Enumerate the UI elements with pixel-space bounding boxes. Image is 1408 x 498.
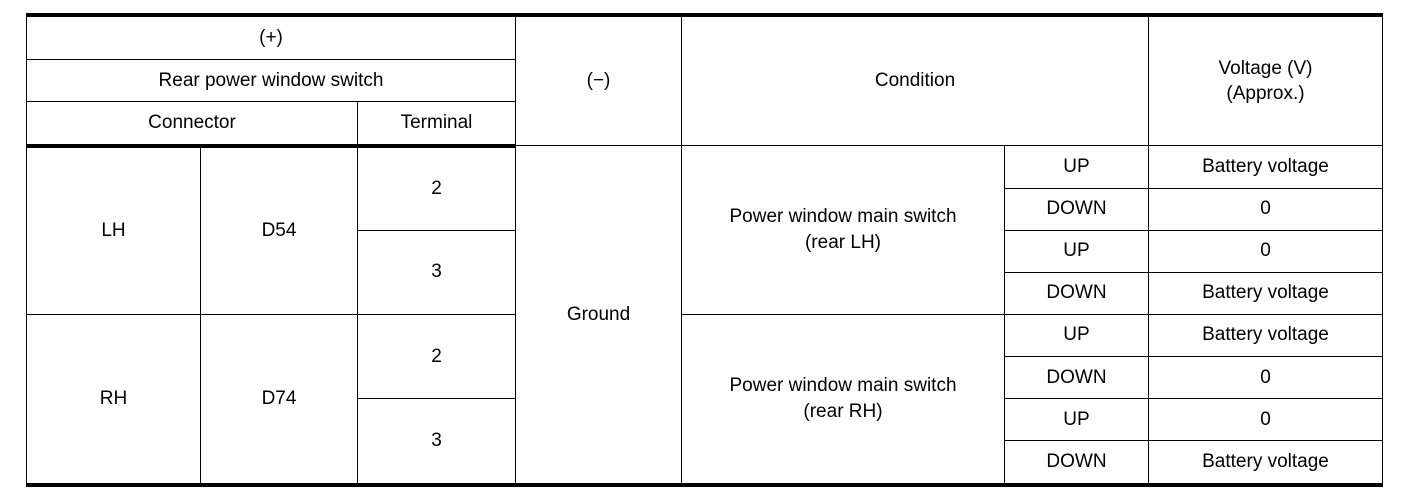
table-row: RH D74 2 Power window main switch (rear … [26,313,1383,487]
condition-rh: Power window main switch (rear RH) [681,313,1005,487]
voltage-cell: Battery voltage [1148,271,1383,315]
table-row-last: DOWN Battery voltage [27,440,1383,487]
state-cell: UP [1004,145,1149,189]
condition-rh-line2: (rear RH) [803,400,883,422]
voltage-cell: 0 [1148,229,1383,273]
side-label-lh: LH [26,145,201,315]
terminal-rh-2: 2 [357,313,516,399]
condition-rh-line1: Power window main switch [729,375,957,397]
state-cell: UP [1004,229,1149,273]
voltage-specification-table: (+) (−) Condition Voltage (V) (Approx.) … [26,12,1383,488]
table-row: LH D54 2 Ground Power window main switch… [26,145,1383,488]
header-positive: (+) [26,12,516,60]
side-label-rh: RH [26,313,201,487]
header-connector: Connector [26,101,358,148]
voltage-cell: 0 [1148,187,1383,231]
state-cell: UP [1004,313,1149,357]
table-row: 3 UP 0 [27,397,1383,487]
voltage-cell: 0 [1148,355,1383,399]
state-cell: DOWN [1004,187,1149,231]
header-voltage-line2: (Approx.) [1226,83,1305,105]
table-row: DOWN 0 [27,187,1383,231]
voltage-cell: Battery voltage [1148,440,1383,487]
connector-label-d54: D54 [200,145,358,315]
table-row: DOWN 0 [27,355,1383,399]
header-terminal: Terminal [357,101,516,148]
connector-label-d74: D74 [200,313,358,487]
header-row-positive: (+) (−) Condition Voltage (V) (Approx.) [26,12,1383,147]
condition-lh: Power window main switch (rear LH) [681,145,1005,315]
state-cell: DOWN [1004,271,1149,315]
terminal-rh-3: 3 [357,397,516,487]
state-cell: DOWN [1004,440,1149,487]
header-row-source: Rear power window switch [26,58,1383,103]
header-row-subcolumns: Connector Terminal [26,101,1383,148]
voltage-cell: 0 [1148,397,1383,442]
header-condition: Condition [681,13,1149,147]
condition-lh-line1: Power window main switch [729,206,957,228]
ground-label: Ground [515,145,682,488]
header-voltage: Voltage (V) (Approx.) [1148,13,1383,147]
state-cell: DOWN [1004,355,1149,399]
header-negative: (−) [515,13,682,147]
state-cell: UP [1004,397,1149,442]
voltage-cell: Battery voltage [1148,145,1383,189]
terminal-lh-3: 3 [357,229,516,315]
table-row: 3 UP 0 [27,229,1383,315]
header-source: Rear power window switch [26,58,516,103]
terminal-lh-2: 2 [357,145,516,231]
header-voltage-line1: Voltage (V) [1218,57,1313,79]
condition-lh-line2: (rear LH) [804,232,881,254]
voltage-cell: Battery voltage [1148,313,1383,357]
